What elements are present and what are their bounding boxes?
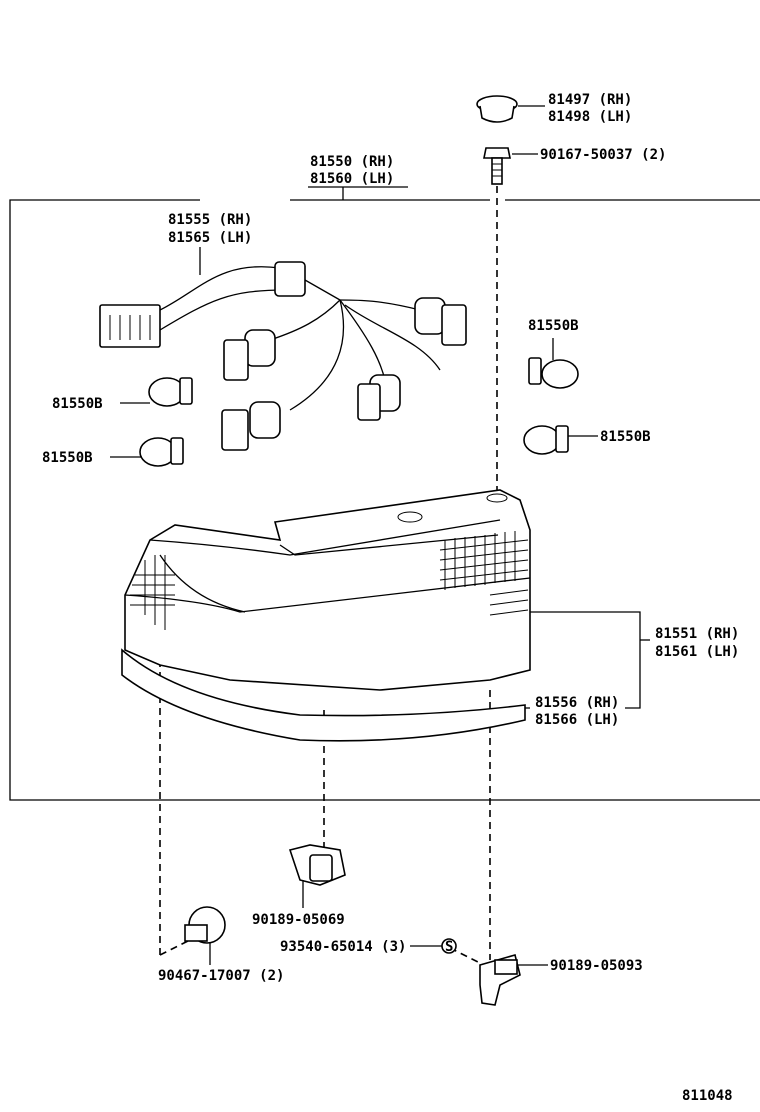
tail-lamp-lens bbox=[124, 489, 531, 691]
clip-part-2 bbox=[479, 954, 548, 1006]
label-socket-lh: 81565 (LH) bbox=[168, 230, 252, 246]
svg-text:S: S bbox=[445, 939, 453, 955]
label-screw: 90167-50037 (2) bbox=[540, 147, 666, 163]
label-socket-rh: 81555 (RH) bbox=[168, 212, 252, 228]
assembly-frame bbox=[9, 199, 760, 801]
retainer-part bbox=[184, 906, 226, 965]
label-bulb-right-upper: 81550B bbox=[528, 318, 579, 334]
bulb-left-upper bbox=[120, 377, 193, 407]
clip-part-1 bbox=[288, 844, 346, 908]
label-bulb-right-lower: 81550B bbox=[600, 429, 651, 445]
label-clip-2: 90189-05093 bbox=[550, 958, 643, 974]
label-garnish-lh: 81566 (LH) bbox=[535, 712, 619, 728]
label-assy-lh: 81560 (LH) bbox=[310, 171, 394, 187]
lamp-garnish bbox=[121, 648, 526, 742]
label-cover-lh: 81498 (LH) bbox=[548, 109, 632, 125]
bulb-right-lower bbox=[523, 425, 598, 455]
screw-part bbox=[483, 147, 538, 185]
bulb-left-lower bbox=[110, 437, 184, 467]
nut-part: S bbox=[410, 938, 457, 955]
label-bulb-left-upper: 81550B bbox=[52, 396, 103, 412]
socket-wire-harness bbox=[99, 247, 467, 451]
cover-plug-part bbox=[476, 95, 545, 123]
label-garnish-rh: 81556 (RH) bbox=[535, 695, 619, 711]
label-bulb-left-lower: 81550B bbox=[42, 450, 93, 466]
diagram-id: 811048 bbox=[682, 1088, 733, 1104]
label-nut: 93540-65014 (3) bbox=[280, 939, 406, 955]
bulb-right-upper bbox=[528, 338, 579, 389]
label-lens-lh: 81561 (LH) bbox=[655, 644, 739, 660]
label-clip-1: 90189-05069 bbox=[252, 912, 345, 928]
label-cover-rh: 81497 (RH) bbox=[548, 92, 632, 108]
label-retainer: 90467-17007 (2) bbox=[158, 968, 284, 984]
label-lens-rh: 81551 (RH) bbox=[655, 626, 739, 642]
label-assy-rh: 81550 (RH) bbox=[310, 154, 394, 170]
